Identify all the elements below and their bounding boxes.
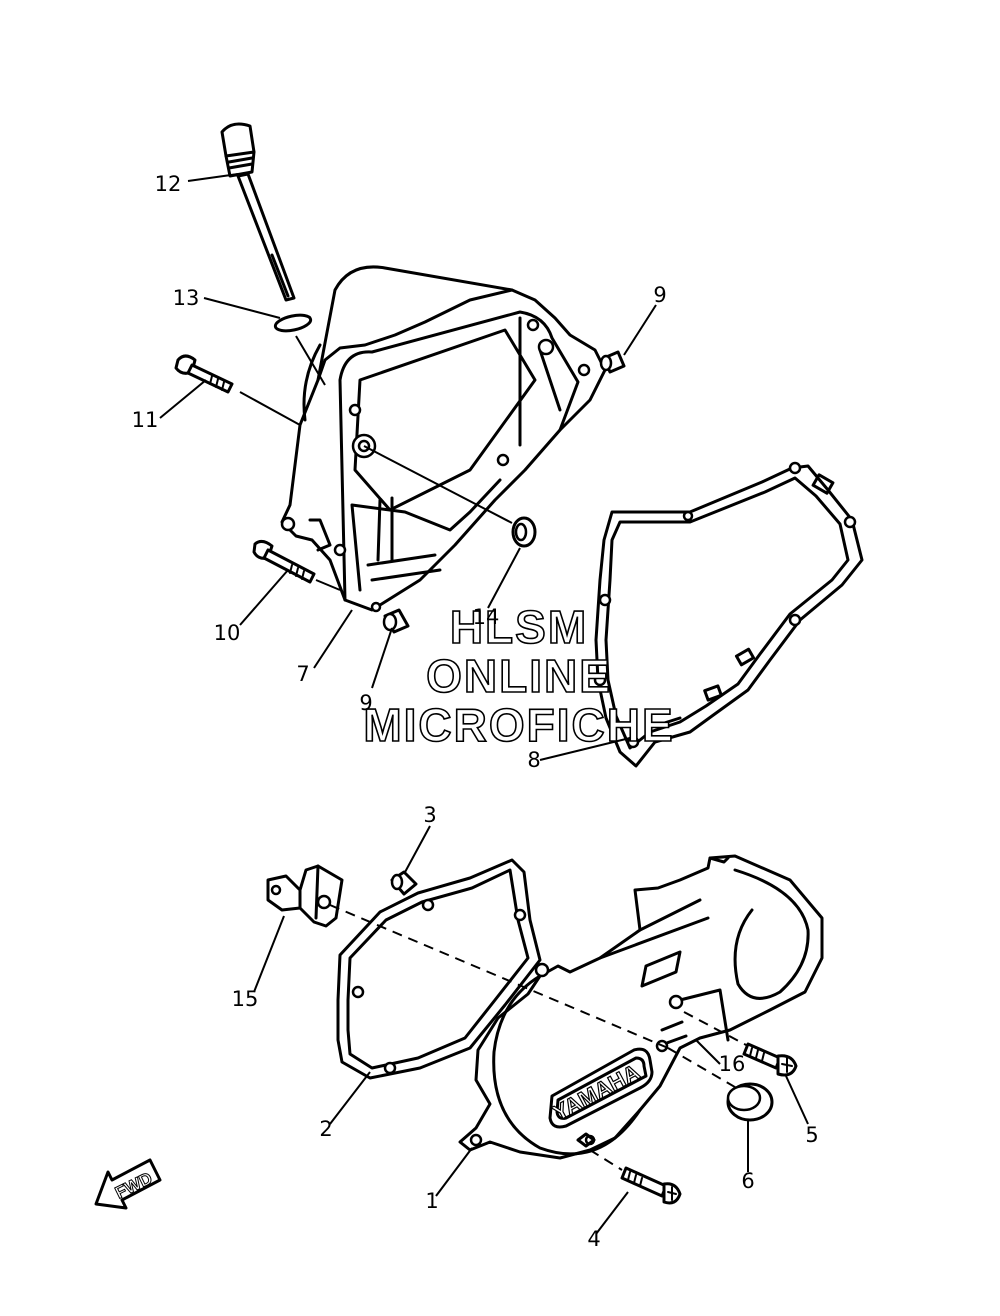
bolt-11 (174, 354, 234, 394)
forward-direction-arrow-icon: FWD (94, 1158, 162, 1210)
callout-leaders (159, 173, 809, 1235)
bolt-10 (252, 539, 316, 584)
crankcase-cover-left: YAMAHA (458, 854, 824, 1160)
plug-6 (726, 1082, 774, 1122)
oil-level-gauge (220, 122, 296, 302)
callout-6: 6 (741, 1169, 754, 1193)
callout-9-upper: 9 (653, 283, 666, 307)
clamp-bracket (266, 864, 344, 928)
dowel-pin-upper (599, 350, 626, 374)
callout-4: 4 (587, 1227, 600, 1251)
watermark-line-1: HLSM (450, 601, 588, 653)
bolt-4 (620, 1166, 682, 1205)
callout-numbers: 1 2 3 4 5 6 7 8 9 9 10 11 12 13 14 15 16 (132, 172, 819, 1251)
watermark-line-2: ONLINE (426, 650, 612, 702)
callout-11: 11 (132, 408, 159, 432)
gasket-left-cover (336, 858, 542, 1080)
watermark-line-3: MICROFICHE (363, 699, 674, 751)
callout-2: 2 (319, 1117, 332, 1141)
callout-1: 1 (425, 1189, 438, 1213)
callout-10: 10 (214, 621, 241, 645)
gasket-right-cover (593, 461, 864, 768)
callout-13: 13 (173, 286, 200, 310)
crankcase-cover-right (280, 265, 607, 613)
callout-16: 16 (719, 1052, 746, 1076)
callout-3: 3 (423, 803, 436, 827)
callout-15: 15 (232, 987, 259, 1011)
callout-14: 14 (473, 605, 500, 629)
o-ring (273, 313, 313, 333)
callout-12: 12 (155, 172, 182, 196)
callout-8: 8 (527, 748, 540, 772)
callout-5: 5 (805, 1123, 818, 1147)
callout-7: 7 (296, 662, 309, 686)
screw-5 (742, 1042, 798, 1077)
oil-seal (511, 516, 537, 548)
dowel-pin-3 (390, 870, 418, 896)
dowel-pin-lower (382, 608, 410, 634)
callout-9-lower: 9 (359, 691, 372, 715)
watermark: HLSM ONLINE MICROFICHE (363, 600, 674, 752)
